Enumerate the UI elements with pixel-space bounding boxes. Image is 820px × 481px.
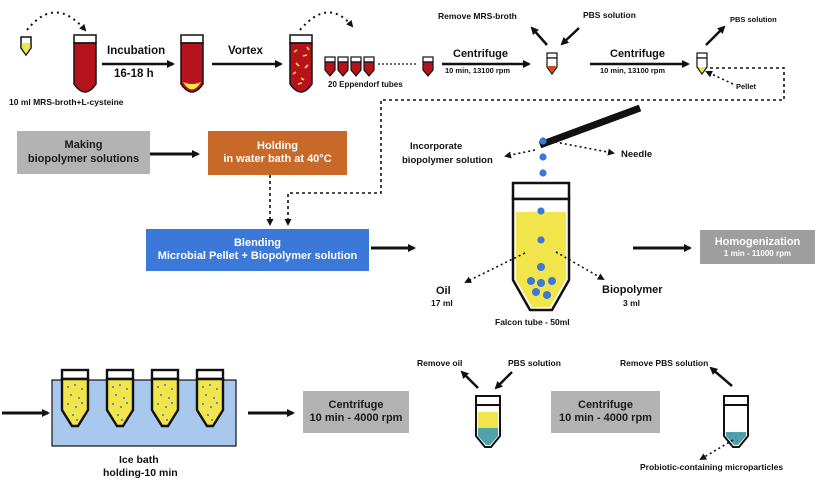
needle-label: Needle [621, 149, 653, 160]
final-tube [723, 395, 749, 448]
vortexed-tube [289, 34, 313, 93]
blending-box: Blending Microbial Pellet + Biopolymer s… [146, 229, 369, 271]
pbs-label-2: PBS solution [730, 15, 777, 24]
remove-oil-label: Remove oil [417, 358, 463, 368]
remove-pbs-label: Remove PBS solution [620, 358, 709, 368]
incubation-time-label: 16-18 h [114, 68, 154, 80]
icebath-line2: holding-10 min [103, 467, 178, 479]
aliquot-arrow [299, 11, 354, 31]
pbs-label-1: PBS solution [583, 10, 636, 20]
incorporate-line1: Incorporate [410, 141, 463, 152]
remove-mrs-label: Remove MRS-broth [438, 11, 517, 21]
homogenization-box: Homogenization 1 min - 11000 rpm [700, 230, 815, 264]
tube-volume-label: 10 ml MRS-broth+L-cysteine [9, 97, 124, 107]
centrifuge1-title: Centrifuge [453, 48, 508, 60]
remove-mrs-arrow [530, 26, 548, 46]
pellet-label: Pellet [736, 82, 757, 91]
separated-tube [475, 395, 501, 448]
biopolymer-volume: 3 ml [623, 298, 641, 308]
holding-line2: in water bath at 40°C [223, 153, 332, 165]
centrifuge4-params: 10 min - 4000 rpm [559, 412, 652, 424]
centrifuge3-params: 10 min - 4000 rpm [309, 412, 403, 424]
pbs-label-3: PBS solution [508, 358, 561, 368]
making-line1: Making [64, 139, 103, 152]
centrifuge4-title: Centrifuge [578, 398, 633, 411]
add-pbs-arrow-1 [560, 27, 580, 46]
needle-pointer [554, 141, 615, 156]
pellet-pointer [705, 70, 734, 85]
incorporate-pointer [504, 149, 536, 159]
needle [538, 104, 642, 149]
centrifuge4-box: Centrifuge 10 min - 4000 rpm [551, 391, 660, 433]
biopolymer-pointer [555, 251, 605, 280]
oil-volume: 17 ml [431, 298, 453, 308]
incubated-tube [180, 34, 204, 93]
inoculation-arrow [26, 11, 87, 32]
biopolymer-label: Biopolymer [602, 284, 663, 296]
add-pbs-arrow-3 [494, 371, 513, 390]
falcon-tube [511, 181, 571, 312]
holding-water-bath-box: Holding in water bath at 40°C [208, 131, 347, 175]
homog-params: 1 min - 11000 rpm [723, 248, 792, 258]
remove-pbs-arrow [709, 366, 733, 387]
centrifuge2-title: Centrifuge [610, 48, 665, 60]
centrifuge1-params: 10 min, 13100 rpm [445, 66, 511, 75]
making-biopolymer-box: Making biopolymer solutions [17, 131, 150, 174]
remove-oil-arrow [460, 370, 479, 389]
blending-line1: Blending [233, 236, 282, 249]
microparticles-label: Probiotic-containing microparticles [640, 462, 784, 472]
holding-line1: Holding [257, 139, 298, 152]
centrifuge3-box: Centrifuge 10 min - 4000 rpm [303, 391, 409, 433]
pellet-tube-2 [696, 52, 708, 76]
eppendorf-label: 20 Eppendorf tubes [328, 80, 403, 89]
centrifuge2-params: 10 min, 13100 rpm [600, 66, 666, 75]
incorporate-line2: biopolymer solution [402, 155, 493, 166]
vortex-label: Vortex [228, 45, 263, 57]
add-pbs-arrow-2 [705, 25, 726, 46]
icebath-tubes [60, 368, 225, 428]
blending-line2: Microbial Pellet + Biopolymer solution [157, 250, 358, 262]
droplets [539, 137, 547, 177]
centrifuge3-title: Centrifuge [328, 398, 384, 411]
homog-title: Homogenization [714, 235, 801, 248]
broth-tube [73, 34, 97, 93]
microparticles-pointer [699, 439, 734, 461]
incubation-label: Incubation [107, 45, 166, 57]
pellet-transfer-connector [284, 67, 785, 226]
pellet-tube-1 [546, 52, 558, 76]
falcon-label: Falcon tube - 50ml [495, 317, 570, 327]
making-line2: biopolymer solutions [27, 152, 140, 165]
icebath-line1: Ice bath [119, 454, 159, 466]
oil-label: Oil [436, 285, 451, 297]
eppendorf-tubes [324, 56, 434, 77]
oil-pointer [464, 252, 526, 283]
starter-tube [20, 36, 32, 57]
